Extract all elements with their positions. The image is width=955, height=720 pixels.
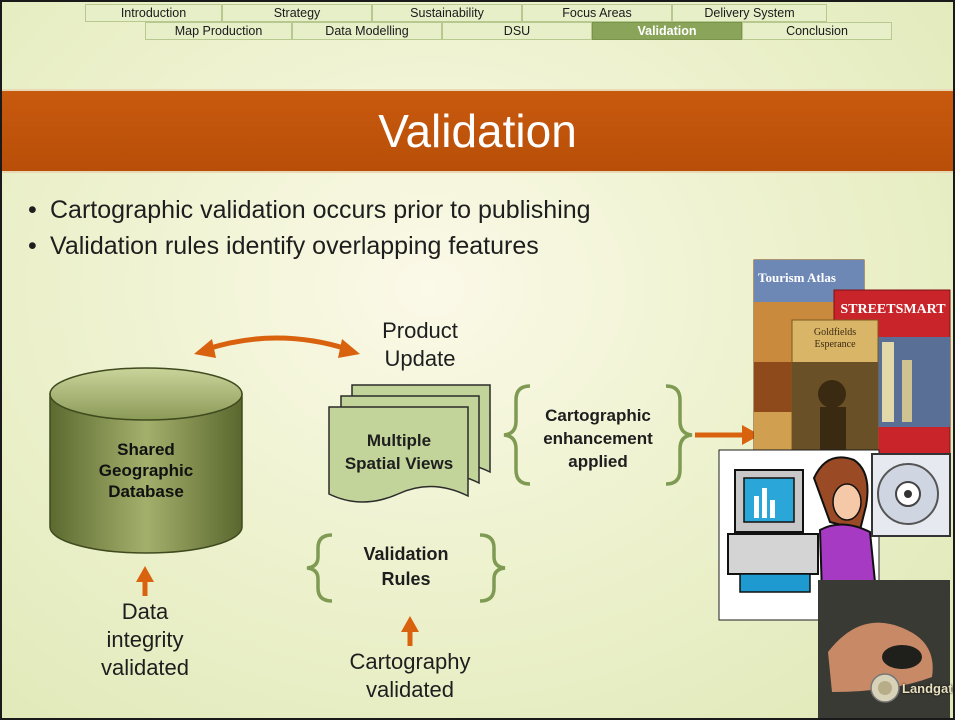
hand-mouse-photo (818, 580, 950, 718)
title-bar: Validation (2, 89, 953, 173)
tab-conclusion[interactable]: Conclusion (742, 22, 892, 40)
double-arrow-icon (194, 335, 360, 358)
book-title-streetsmart: STREETSMART (840, 302, 946, 317)
up-arrow-icon (401, 616, 419, 646)
book-title-tourism: Tourism Atlas (758, 270, 836, 285)
validation-rules-label: Validation Rules (363, 544, 449, 589)
documents-stack-icon (328, 384, 491, 503)
rules-braces-icon (306, 533, 506, 603)
right-arrow-icon (695, 425, 760, 445)
bullet-dot: • (28, 232, 37, 260)
database-cylinder (49, 367, 243, 554)
enhancement-label: Cartographic enhancement applied (543, 406, 653, 471)
cd-disc-icon (871, 453, 951, 537)
enhancement-braces-icon (503, 384, 693, 486)
person-computer-icon (718, 449, 880, 621)
tab-strategy[interactable]: Strategy (222, 4, 372, 22)
spatial-views-label: Multiple Spatial Views (344, 431, 454, 473)
state-seal-icon (870, 673, 900, 703)
product-book-goldfields (791, 319, 879, 463)
bullet-item: • Validation rules identify overlapping f… (28, 232, 539, 261)
database-label: Shared Geographic Database (98, 440, 194, 501)
tab-map-production[interactable]: Map Production (145, 22, 292, 40)
landgate-logo: Landgate (902, 681, 955, 696)
tab-validation[interactable]: Validation (592, 22, 742, 40)
tab-data-modelling[interactable]: Data Modelling (292, 22, 442, 40)
up-arrow-icon (136, 566, 154, 596)
bullet-item: • Cartographic validation occurs prior to… (28, 196, 591, 225)
tab-introduction[interactable]: Introduction (85, 4, 222, 22)
tab-dsu[interactable]: DSU (442, 22, 592, 40)
data-integrity-label: Data integrity validated (100, 599, 190, 680)
bullet-text: Validation rules identify overlapping fe… (50, 232, 539, 260)
tab-sustainability[interactable]: Sustainability (372, 4, 522, 22)
bullet-text: Cartographic validation occurs prior to … (50, 196, 591, 224)
cartography-validated-label: Cartography validated (349, 649, 471, 702)
tab-delivery-system[interactable]: Delivery System (672, 4, 827, 22)
book-title-goldfields: Goldfields Esperance (813, 327, 857, 350)
tab-focus-areas[interactable]: Focus Areas (522, 4, 672, 22)
bullet-dot: • (28, 196, 37, 224)
product-update-label: Product Update (382, 318, 458, 371)
page-title: Validation (378, 105, 577, 157)
